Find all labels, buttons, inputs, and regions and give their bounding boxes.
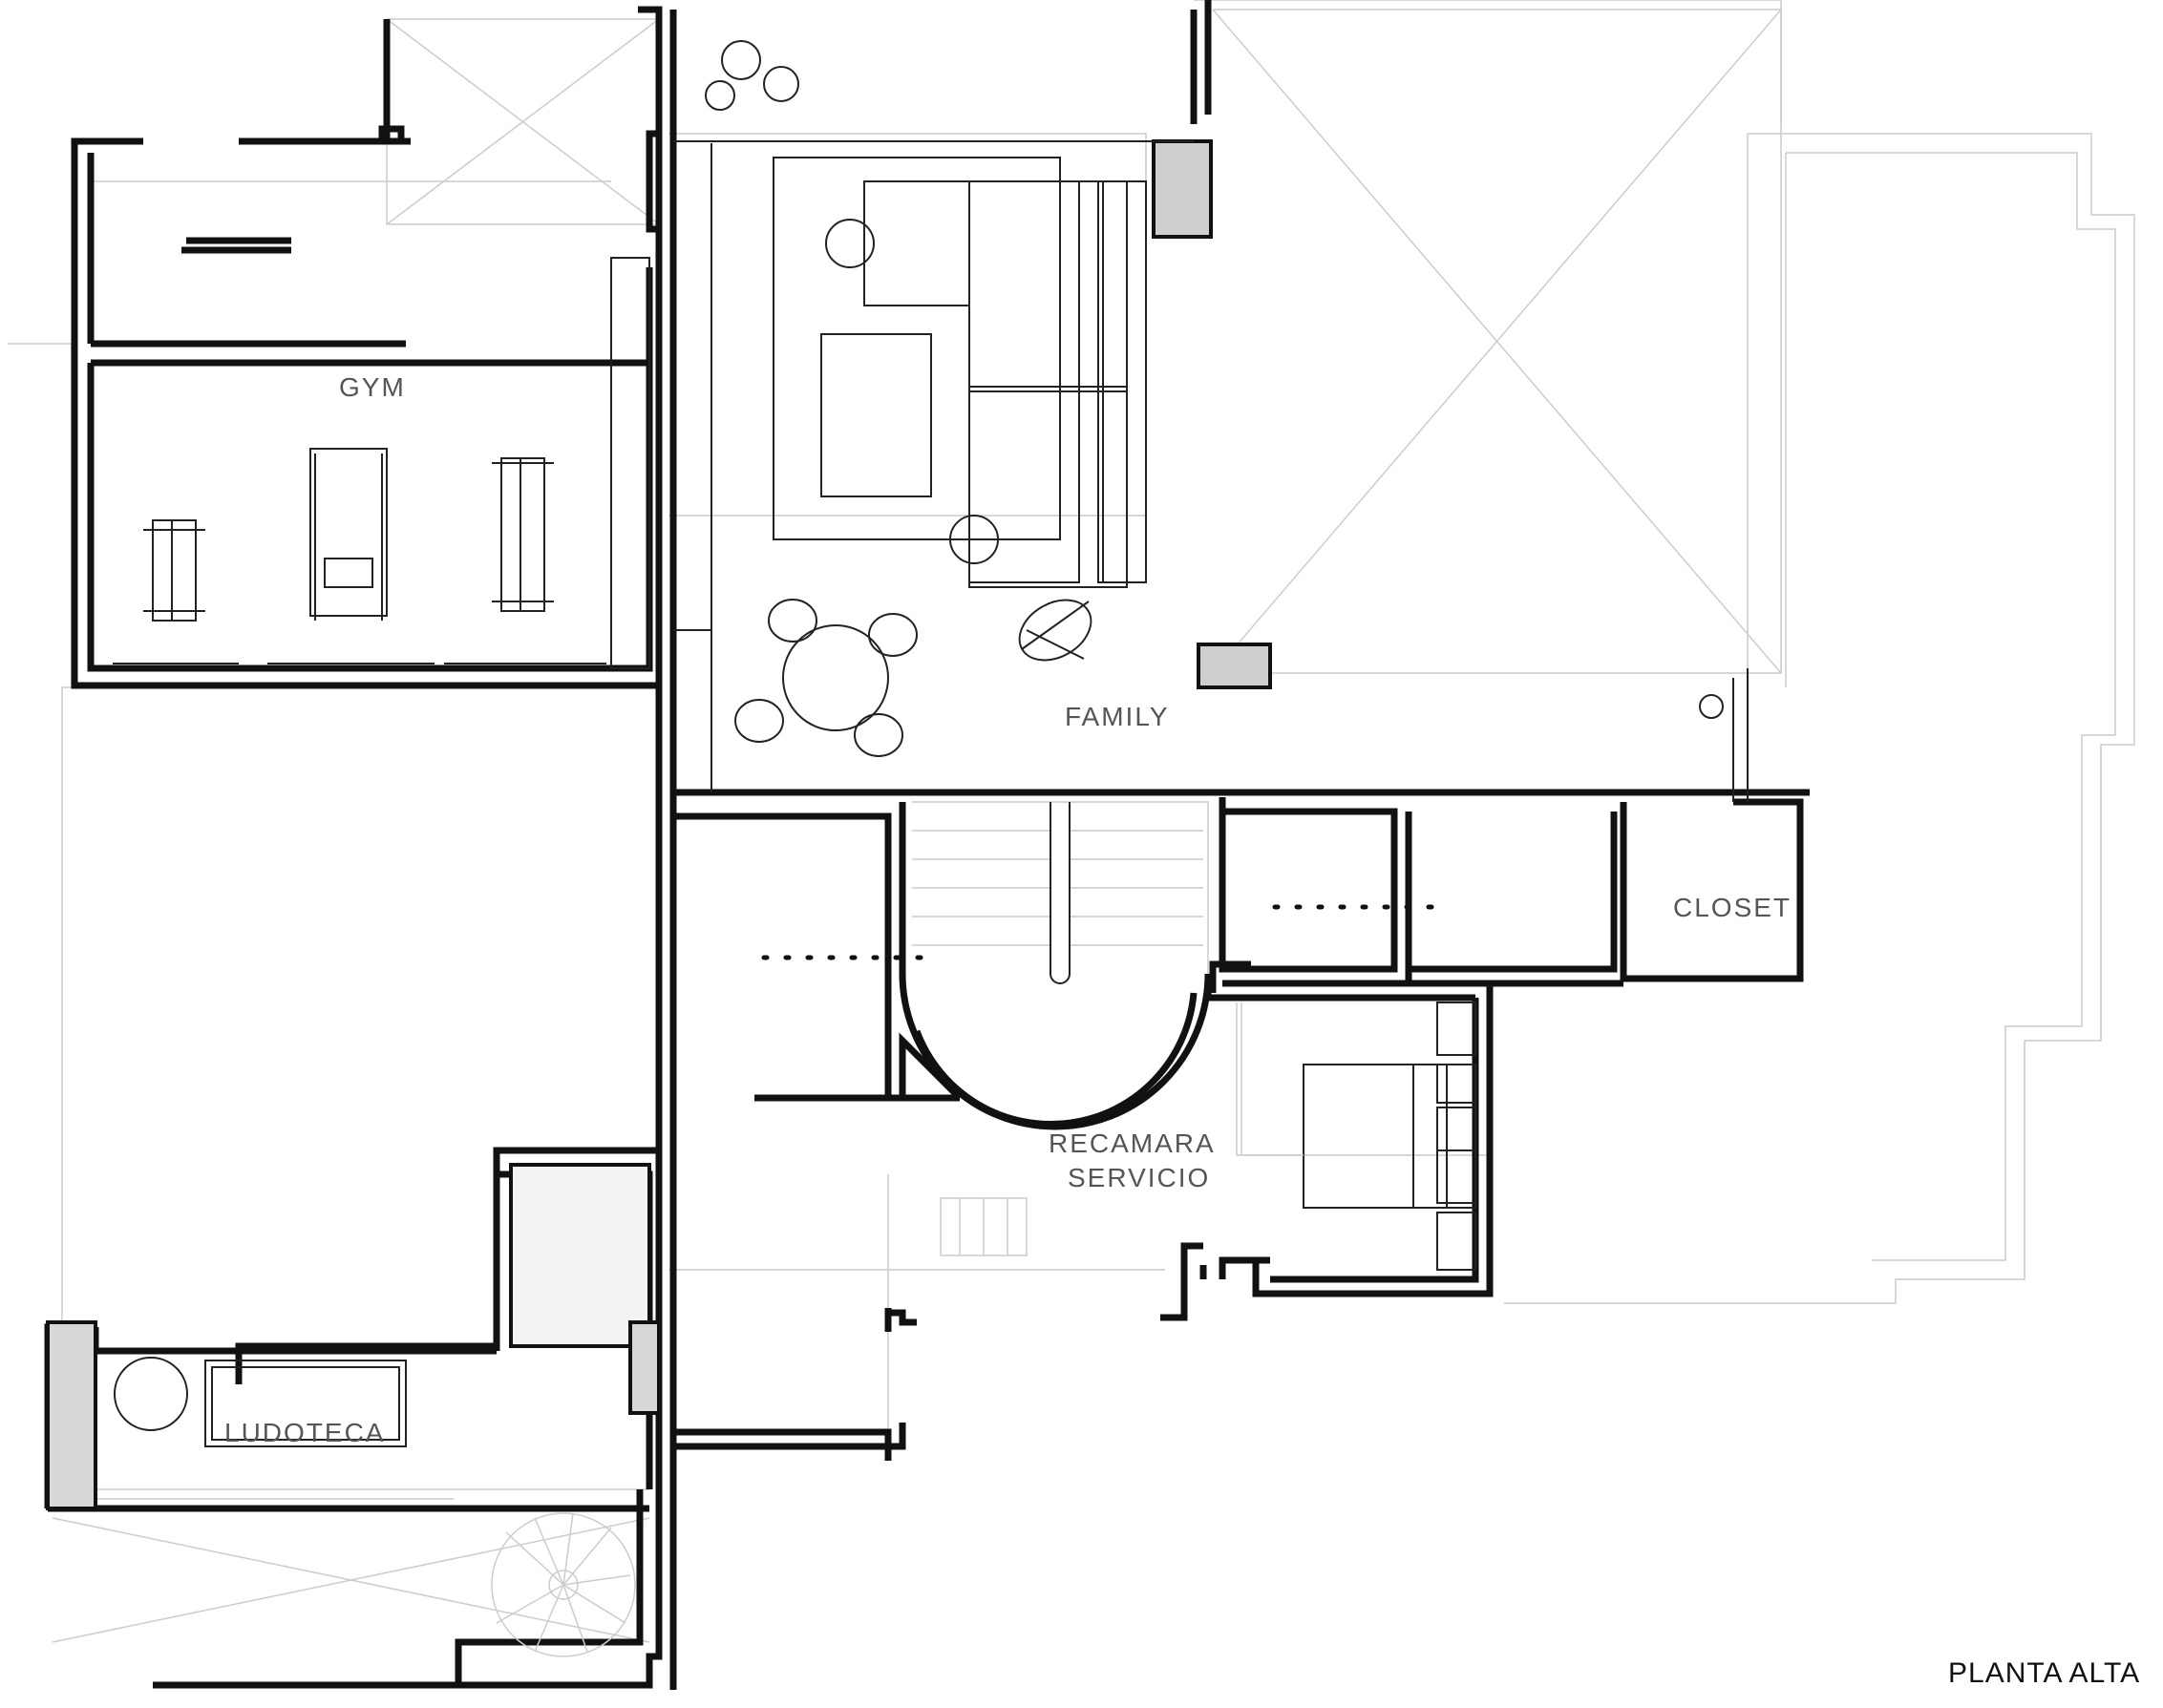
main-stair <box>899 801 1212 1130</box>
room-label-family: FAMILY <box>1065 702 1170 731</box>
plan-title: PLANTA ALTA <box>1948 1657 2140 1689</box>
room-label-gym: GYM <box>339 372 406 402</box>
room-label-ludoteca: LUDOTECA <box>224 1418 385 1447</box>
walls <box>44 0 1810 1690</box>
ludoteca-furniture <box>114 1357 636 1657</box>
gym-equipment <box>113 257 650 669</box>
terrace-outlines <box>8 0 2135 1643</box>
structural-columns <box>46 139 1272 1510</box>
room-label-servicio: SERVICIO <box>1068 1163 1210 1192</box>
closet-rails <box>761 904 1445 960</box>
bedroom-furniture <box>940 1002 1476 1271</box>
room-label-recamara: RECAMARA <box>1049 1128 1216 1158</box>
family-furniture <box>673 40 1749 802</box>
room-label-closet: CLOSET <box>1673 893 1792 922</box>
